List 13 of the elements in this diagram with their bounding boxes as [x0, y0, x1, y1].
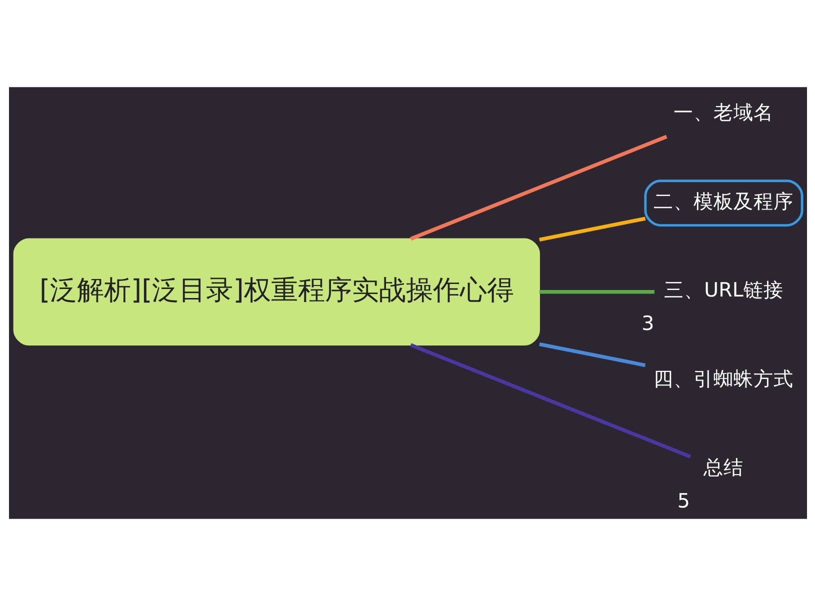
node-box: 二、模板及程序	[644, 180, 803, 227]
connector	[538, 216, 646, 242]
connector	[538, 290, 654, 294]
node-text: 三、URL链接	[664, 278, 783, 302]
node-text: 一、老域名	[673, 100, 774, 124]
node-text: 四、引蜘蛛方式	[653, 367, 794, 390]
node-box: [泛解析][泛目录]权重程序实战操作心得	[12, 238, 540, 346]
connector	[409, 134, 667, 241]
node-text: 总结	[703, 456, 744, 480]
node-label: 5	[676, 489, 690, 512]
node-label: 3	[641, 312, 654, 335]
connector	[409, 343, 691, 458]
connector	[538, 342, 646, 368]
